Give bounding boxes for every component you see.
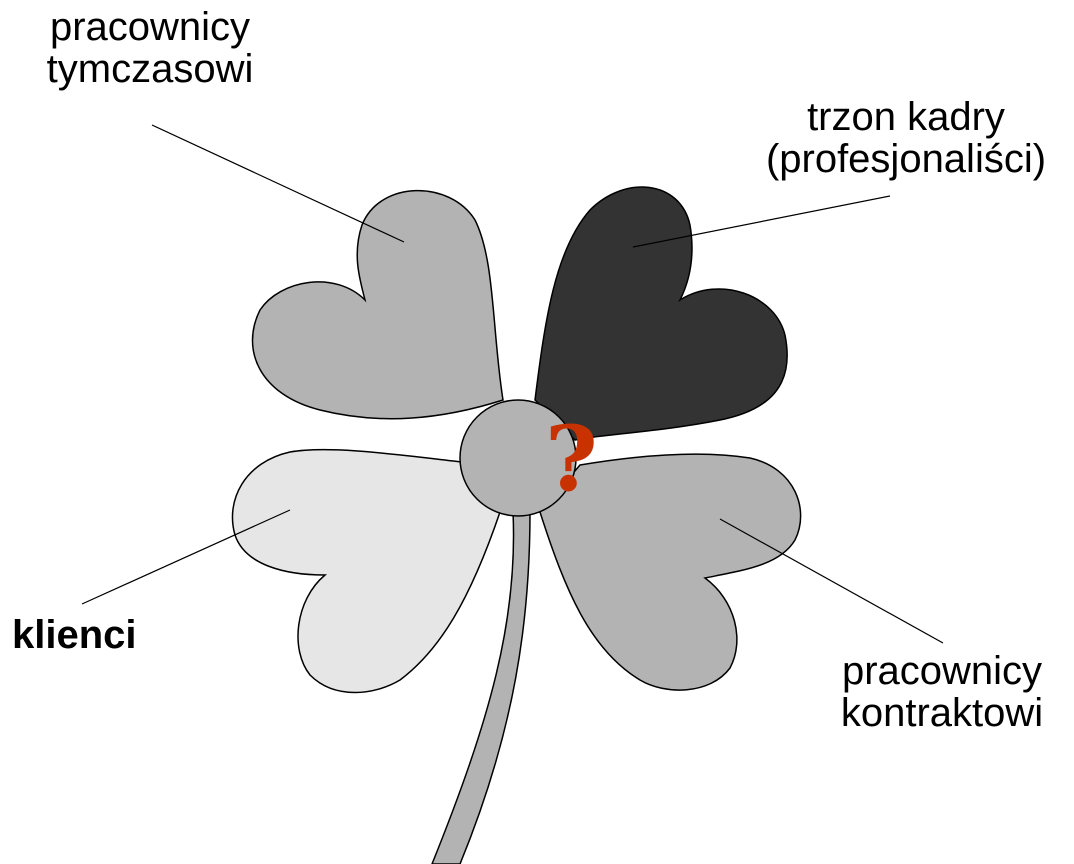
leaf-clients xyxy=(232,450,500,693)
leaf-core-staff xyxy=(535,187,787,440)
label-contract-line-1: pracownicy xyxy=(822,650,1062,692)
label-temporary-line-2: tymczasowi xyxy=(30,48,270,90)
label-core-staff: trzon kadry (profesjonaliści) xyxy=(748,96,1064,180)
label-core-line-1: trzon kadry xyxy=(748,96,1064,138)
leaf-temporary-workers xyxy=(253,191,504,419)
leader-line-temporary xyxy=(152,125,404,242)
leader-line-contract xyxy=(720,519,943,643)
label-temporary-line-1: pracownicy xyxy=(30,6,270,48)
label-clients: klienci xyxy=(12,614,137,656)
label-core-line-2: (profesjonaliści) xyxy=(748,138,1064,180)
question-mark: ? xyxy=(545,406,598,512)
label-temporary-workers: pracownicy tymczasowi xyxy=(30,6,270,90)
label-contract-line-2: kontraktowi xyxy=(822,692,1062,734)
label-contract-workers: pracownicy kontraktowi xyxy=(822,650,1062,734)
